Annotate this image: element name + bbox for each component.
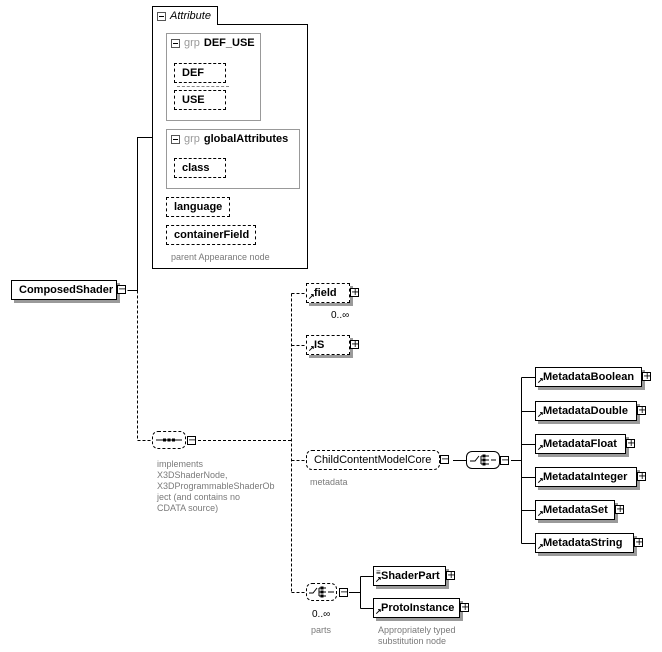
reference-arrow-icon: ↗ bbox=[308, 292, 315, 301]
collapse-icon[interactable]: − bbox=[117, 284, 127, 295]
element-metadataboolean[interactable]: ↗ MetadataBoolean bbox=[535, 367, 642, 387]
attr-def[interactable]: DEF bbox=[174, 63, 226, 83]
expand-icon[interactable]: + bbox=[460, 602, 470, 613]
reference-arrow-icon: ↗ bbox=[375, 607, 382, 616]
collapse-icon[interactable]: − bbox=[440, 454, 450, 465]
expand-icon[interactable]: + bbox=[642, 371, 652, 382]
shadow bbox=[177, 83, 229, 87]
composedshader-label: ComposedShader bbox=[19, 284, 114, 296]
reference-arrow-icon: ↗ bbox=[537, 542, 544, 551]
attr-containerfield-label: containerField bbox=[174, 229, 250, 241]
element-field[interactable]: ↗ field bbox=[306, 283, 350, 303]
attr-language[interactable]: language bbox=[166, 197, 230, 217]
attribute-tab[interactable]: Attribute bbox=[152, 6, 218, 25]
expand-icon[interactable]: + bbox=[446, 570, 456, 581]
element-metadatainteger[interactable]: ↗ MetadataInteger bbox=[535, 467, 637, 487]
group-def-use-name: DEF_USE bbox=[203, 37, 255, 49]
attribute-title: Attribute bbox=[170, 10, 211, 22]
sequence-note: implements X3DShaderNode, X3DProgrammabl… bbox=[157, 459, 275, 513]
group-global-name: globalAttributes bbox=[203, 133, 289, 145]
metadata-label: MetadataFloat bbox=[543, 438, 617, 450]
group-global-title[interactable]: grp globalAttributes bbox=[171, 133, 288, 145]
choice-icon bbox=[309, 586, 334, 598]
attr-note: parent Appearance node bbox=[171, 252, 270, 262]
reference-arrow-icon: ↗ bbox=[537, 476, 544, 485]
childcontent-note: metadata bbox=[310, 477, 348, 487]
choice-icon bbox=[470, 454, 496, 466]
element-metadatadouble[interactable]: ↗ MetadataDouble bbox=[535, 401, 637, 421]
collapse-icon[interactable]: − bbox=[187, 435, 197, 446]
reference-arrow-icon: ↗ bbox=[375, 575, 382, 584]
parts-note: parts bbox=[311, 625, 332, 635]
field-cardinality: 0..∞ bbox=[331, 310, 350, 321]
expand-icon[interactable]: + bbox=[626, 438, 636, 449]
attr-language-label: language bbox=[174, 201, 223, 213]
expand-icon[interactable]: + bbox=[637, 471, 647, 482]
grp-keyword: grp bbox=[184, 37, 200, 49]
composedshader-element[interactable]: ComposedShader bbox=[11, 280, 117, 300]
collapse-icon[interactable]: − bbox=[339, 587, 349, 598]
expand-icon[interactable]: + bbox=[637, 405, 647, 416]
reference-arrow-icon: ↗ bbox=[537, 509, 544, 518]
group-def-use-title[interactable]: grp DEF_USE bbox=[171, 37, 255, 49]
element-is[interactable]: ↗ IS bbox=[306, 335, 350, 355]
sequence-compositor[interactable] bbox=[152, 431, 186, 449]
element-metadataset[interactable]: ↗ MetadataSet bbox=[535, 500, 615, 520]
expand-icon[interactable]: + bbox=[350, 339, 360, 350]
protoinstance-note: Appropriately typed substitution node bbox=[378, 625, 456, 646]
attr-use[interactable]: USE bbox=[174, 90, 226, 110]
element-metadatafloat[interactable]: ↗ MetadataFloat bbox=[535, 434, 626, 454]
field-label: field bbox=[314, 287, 337, 299]
metadata-label: MetadataDouble bbox=[543, 405, 628, 417]
attr-def-label: DEF bbox=[182, 67, 204, 79]
childcontent-label: ChildContentModelCore bbox=[314, 454, 432, 466]
metadata-label: MetadataString bbox=[543, 537, 623, 549]
expand-icon[interactable]: + bbox=[350, 287, 360, 298]
document-icon: ≡ bbox=[376, 568, 381, 577]
choice-compositor[interactable] bbox=[466, 451, 500, 469]
parts-cardinality: 0..∞ bbox=[312, 609, 331, 620]
collapse-square-icon[interactable] bbox=[171, 38, 180, 48]
metadata-label: MetadataSet bbox=[543, 504, 608, 516]
reference-arrow-icon: ↗ bbox=[537, 410, 544, 419]
attr-containerfield[interactable]: containerField bbox=[166, 225, 256, 245]
metadata-label: MetadataBoolean bbox=[543, 371, 635, 383]
element-metadatastring[interactable]: ↗ MetadataString bbox=[535, 533, 634, 553]
sequence-icon bbox=[156, 438, 182, 442]
attr-use-label: USE bbox=[182, 94, 205, 106]
protoinstance-label: ProtoInstance bbox=[381, 602, 455, 614]
reference-arrow-icon: ↗ bbox=[308, 344, 315, 353]
shaderpart-label: ShaderPart bbox=[381, 570, 440, 582]
collapse-square-icon[interactable] bbox=[171, 134, 180, 144]
is-label: IS bbox=[314, 339, 325, 351]
collapse-icon[interactable]: − bbox=[500, 455, 510, 466]
parts-choice-compositor[interactable] bbox=[306, 583, 337, 601]
attr-class[interactable]: class bbox=[174, 158, 226, 178]
expand-icon[interactable]: + bbox=[615, 504, 625, 515]
collapse-square-icon[interactable] bbox=[157, 11, 166, 21]
group-childcontentmodelcore[interactable]: ChildContentModelCore bbox=[306, 450, 440, 470]
attr-class-label: class bbox=[182, 162, 210, 174]
metadata-label: MetadataInteger bbox=[543, 471, 628, 483]
element-shaderpart[interactable]: ≡ ↗ ShaderPart bbox=[373, 566, 446, 586]
grp-keyword: grp bbox=[184, 133, 200, 145]
element-protoinstance[interactable]: ↗ ProtoInstance bbox=[373, 598, 460, 618]
reference-arrow-icon: ↗ bbox=[537, 443, 544, 452]
expand-icon[interactable]: + bbox=[634, 537, 644, 548]
reference-arrow-icon: ↗ bbox=[537, 376, 544, 385]
